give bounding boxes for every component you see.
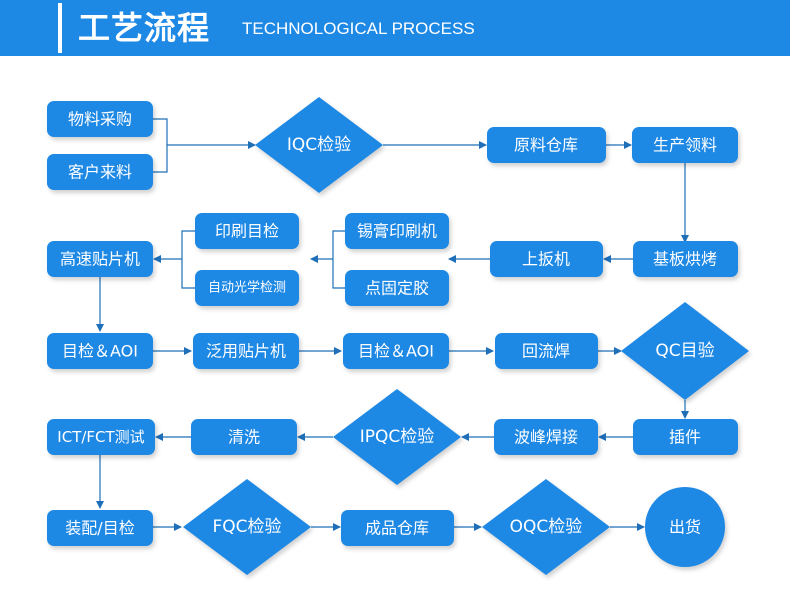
label-fqc: FQC检验 (212, 517, 281, 537)
node-visual-aoi (47, 333, 153, 369)
label-finished-warehouse: 成品仓库 (365, 519, 429, 538)
label-solder-paste-print: 锡膏印刷机 (357, 222, 437, 241)
node-reflow (495, 333, 598, 369)
label-dispense-glue: 点固定胶 (365, 279, 429, 298)
node-print-inspection (195, 213, 299, 249)
node-iqc (255, 97, 383, 193)
label-reflow: 回流焊 (522, 342, 570, 361)
page-subtitle: TECHNOLOGICAL PROCESS (242, 19, 475, 38)
label-raw-warehouse: 原料仓库 (514, 136, 578, 155)
label-iqc: IQC检验 (287, 135, 351, 155)
connector-split-bracket-left (181, 230, 195, 289)
label-insertion: 插件 (669, 428, 701, 447)
label-general-mounter: 泛用贴片机 (206, 342, 286, 361)
label-ict-fct: ICT/FCT测试 (57, 428, 144, 446)
label-assembly: 装配/目检 (65, 519, 134, 538)
node-visual-aoi-2 (343, 333, 449, 369)
node-finished-warehouse (341, 510, 454, 546)
label-ipqc: IPQC检验 (360, 427, 435, 447)
node-high-speed-mounter (47, 241, 153, 277)
header-banner: 工艺流程 TECHNOLOGICAL PROCESS (0, 0, 790, 56)
label-aoi-auto: 自动光学检测 (208, 280, 286, 296)
connector-split-bracket-right (332, 230, 345, 289)
node-production-picking (632, 127, 738, 163)
label-shipment: 出货 (669, 518, 701, 537)
label-visual-aoi-2: 目检＆AOI (358, 342, 434, 361)
label-high-speed-mounter: 高速贴片机 (60, 250, 140, 269)
node-wave-soldering (494, 419, 598, 455)
label-print-inspection: 印刷目检 (215, 222, 279, 241)
connector-merge-inputs (153, 118, 168, 173)
label-board-baking: 基板烘烤 (653, 250, 717, 269)
node-material-purchase (47, 101, 153, 137)
node-oqc (482, 479, 610, 575)
label-board-loader: 上扳机 (522, 250, 570, 269)
node-board-loader (490, 241, 603, 277)
header-accent-bar (58, 3, 62, 53)
label-wave-soldering: 波峰焊接 (514, 428, 578, 447)
node-customer-material (47, 154, 153, 190)
label-cleaning: 清洗 (228, 428, 260, 447)
label-material-purchase: 物料采购 (68, 110, 132, 129)
node-raw-warehouse (487, 127, 606, 163)
node-board-baking (633, 241, 738, 277)
label-oqc: OQC检验 (510, 517, 583, 537)
label-qc-visual: QC目验 (655, 341, 714, 361)
node-insertion (633, 419, 738, 455)
node-shipment (645, 487, 725, 567)
node-ipqc (333, 389, 461, 485)
node-qc-visual (621, 302, 749, 400)
nodes (47, 97, 749, 575)
node-general-mounter (193, 333, 299, 369)
node-ict-fct (47, 419, 155, 455)
labels: 物料采购 客户来料 IQC检验 原料仓库 生产领料 高速贴片机 印刷目检 自动光… (57, 110, 717, 538)
label-production-picking: 生产领料 (653, 136, 717, 155)
node-assembly (47, 510, 153, 546)
node-solder-paste-print (345, 213, 449, 249)
label-visual-aoi: 目检＆AOI (62, 342, 138, 361)
page-title: 工艺流程 (78, 9, 211, 47)
node-fqc (183, 479, 311, 575)
node-cleaning (191, 419, 297, 455)
connectors (96, 118, 689, 531)
node-aoi-auto (195, 270, 299, 306)
node-dispense-glue (345, 270, 449, 306)
label-customer-material: 客户来料 (68, 163, 132, 182)
